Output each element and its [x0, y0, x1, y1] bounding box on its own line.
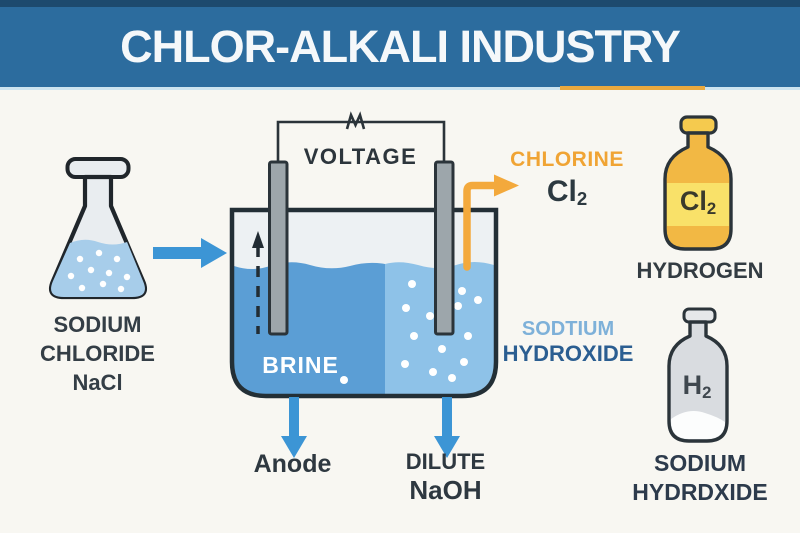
anode-electrode-icon: [268, 160, 289, 336]
sodium-chloride-line2: CHLORIDE: [40, 341, 155, 366]
sodium-hydroxide-line1: SODTIUM: [521, 318, 615, 340]
battery-symbol-icon: [345, 111, 366, 130]
anode-down-arrow-icon: [281, 397, 307, 458]
anode-label: Anode: [253, 450, 332, 478]
voltage-label: VOLTAGE: [303, 144, 418, 169]
brine-label: BRINE: [262, 352, 339, 378]
sodium-chloride-formula: NaCl: [72, 370, 123, 395]
flow-arrow-right-icon: [153, 238, 227, 268]
hydrogen-caption: HYDROGEN: [636, 258, 764, 283]
chlorine-label: CHLORINE: [510, 148, 624, 171]
sodium-hydroxide-line2: HYDROXIDE: [502, 341, 634, 366]
dilute-line1: DILUTE: [405, 449, 486, 474]
sodium-chloride-label: SODIUM CHLORIDE NaCl: [10, 310, 185, 397]
cathode-electrode-icon: [434, 160, 455, 336]
dilute-naoh-label: DILUTE NaOH: [388, 449, 503, 505]
hydrogen-bottle-formula: H2: [682, 370, 712, 402]
hydrogen-bottle-icon: [667, 307, 729, 443]
chlorine-bottle-formula: Cl2: [679, 186, 717, 218]
naoh-down-arrow-icon: [434, 397, 460, 458]
chlorine-arrow-icon: [463, 174, 519, 271]
gas-bubbles: [340, 273, 482, 384]
sodium-hydroxide-caption: SODIUM HYDRDXIDE: [620, 449, 780, 507]
dilute-line2: NaOH: [409, 475, 482, 505]
chlorine-formula: Cl2: [546, 175, 588, 210]
sodium-chloride-line1: SODIUM: [53, 312, 142, 337]
sodium-hydroxide-caption-line2: HYDRDXIDE: [632, 479, 768, 505]
flask-icon: [48, 157, 148, 300]
title-banner: CHLOR-ALKALI INDUSTRY: [0, 0, 800, 90]
banner-accent-stripe: [560, 86, 705, 90]
page-title: CHLOR-ALKALI INDUSTRY: [120, 20, 681, 72]
sodium-hydroxide-label: SODTIUM HYDROXIDE: [492, 317, 644, 367]
sodium-hydroxide-caption-line1: SODIUM: [654, 450, 746, 476]
dashed-current-arrow-icon: [252, 231, 264, 334]
chlorine-bottle-icon: [663, 115, 733, 251]
